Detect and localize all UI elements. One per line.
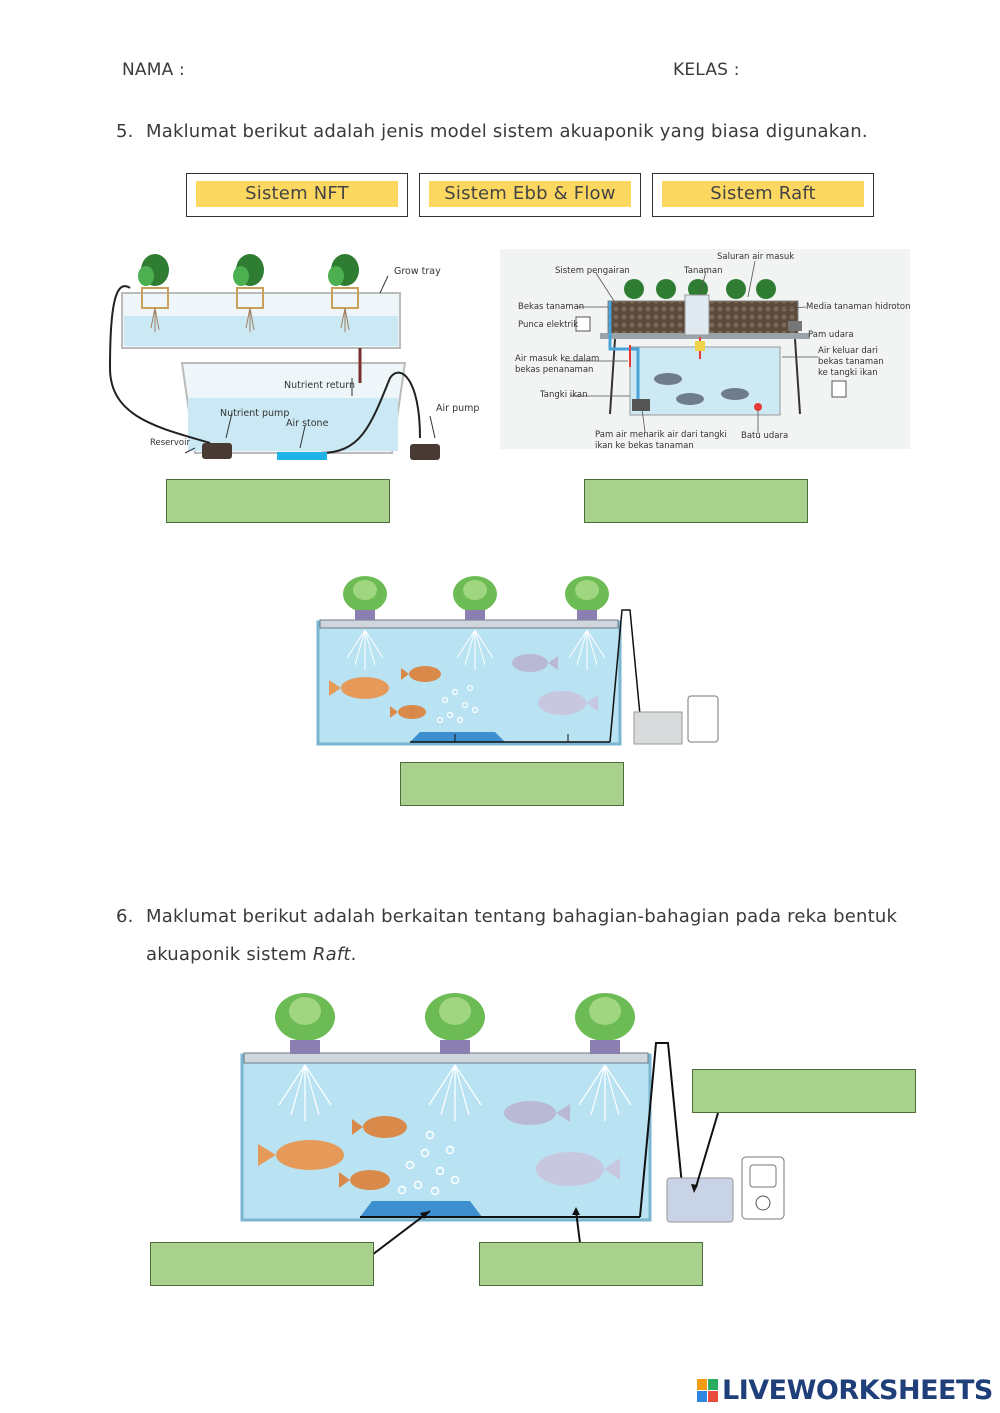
air-pump-icon — [410, 444, 440, 460]
answer-box-air-tube[interactable] — [479, 1242, 703, 1286]
raft-diagram-small — [316, 576, 719, 746]
option-raft-label: Sistem Raft — [662, 181, 864, 207]
plant-icon — [275, 993, 335, 1054]
label-tangki: Tangki ikan — [540, 390, 588, 400]
label-air-keluar-1: Air keluar dari — [818, 346, 878, 356]
fish-icon — [390, 705, 426, 719]
q5-number: 5. — [116, 121, 134, 142]
label-air-keluar-3: ke tangki ikan — [818, 368, 878, 378]
ebb-flow-drawing — [565, 260, 847, 434]
label-punca: Punca elektrik — [518, 320, 579, 330]
nft-diagram — [108, 254, 440, 460]
answer-box-air-pump[interactable] — [692, 1069, 916, 1113]
label-pam-air-1: Pam air menarik air dari tangki — [595, 430, 727, 440]
label-bekas-tanaman: Bekas tanaman — [518, 302, 585, 312]
fish-icon — [504, 1101, 570, 1125]
plant-icon — [575, 993, 635, 1054]
air-stone-icon — [410, 732, 505, 742]
fish-icon — [352, 1116, 407, 1138]
label-sistem-pengairan: Sistem pengairan — [555, 266, 630, 276]
label-saluran: Saluran air masuk — [717, 252, 795, 262]
label-air-keluar-2: bekas tanaman — [818, 357, 884, 367]
fish-icon — [538, 691, 598, 715]
liveworksheets-brand: LIVEWORKSHEETS — [722, 1375, 993, 1406]
plant-icon — [343, 576, 387, 620]
raft-diagram-large — [240, 993, 785, 1256]
air-stone-icon — [277, 452, 327, 460]
fish-icon — [536, 1152, 620, 1186]
label-grow-tray: Grow tray — [394, 266, 441, 277]
option-ebb-flow[interactable]: Sistem Ebb & Flow — [419, 173, 641, 217]
label-tanaman: Tanaman — [684, 266, 723, 276]
label-air-pump: Air pump — [436, 403, 480, 414]
power-socket-icon — [687, 695, 719, 743]
option-raft[interactable]: Sistem Raft — [652, 173, 874, 217]
option-nft[interactable]: Sistem NFT — [186, 173, 408, 217]
q6-text-line2: akuaponik sistem Raft. — [146, 936, 357, 974]
plant-icon — [453, 576, 497, 620]
label-nutrient-return: Nutrient return — [284, 380, 356, 391]
power-socket-icon — [741, 1156, 785, 1220]
answer-box-ebb[interactable] — [584, 479, 808, 523]
q5-text: Maklumat berikut adalah jenis model sist… — [146, 121, 868, 142]
q6-text-line2-prefix: akuaponik sistem — [146, 944, 313, 965]
label-media: Media tanaman hidroton — [806, 302, 911, 312]
air-pump-icon — [666, 1177, 734, 1223]
liveworksheets-logo-icon — [697, 1379, 719, 1403]
kelas-label: KELAS : — [673, 60, 740, 80]
nft-plant-icon — [138, 254, 169, 332]
answer-box-air-stone[interactable] — [150, 1242, 374, 1286]
option-ebb-flow-label: Sistem Ebb & Flow — [429, 181, 631, 207]
plant-icon — [425, 993, 485, 1054]
label-nutrient-pump: Nutrient pump — [220, 408, 290, 419]
label-air-stone: Air stone — [286, 418, 329, 429]
nft-plant-icon — [233, 254, 264, 332]
air-stone-icon — [360, 1201, 482, 1217]
fish-icon — [512, 654, 558, 672]
fish-icon — [401, 666, 441, 682]
fish-icon — [339, 1170, 390, 1190]
answer-box-raft[interactable] — [400, 762, 624, 806]
fish-icon — [329, 677, 389, 699]
q6-text-line1: Maklumat berikut adalah berkaitan tentan… — [146, 906, 898, 927]
fish-icon — [258, 1140, 344, 1170]
nft-plant-icon — [328, 254, 359, 332]
label-reservoir: Reservoir — [150, 438, 190, 448]
option-nft-label: Sistem NFT — [196, 181, 398, 207]
answer-box-nft[interactable] — [166, 479, 390, 523]
label-pam-udara: Pam udara — [808, 330, 854, 340]
label-pam-air-2: ikan ke bekas tanaman — [595, 441, 694, 451]
q6-text-italic: Raft — [312, 944, 351, 965]
nama-label: NAMA : — [122, 60, 185, 80]
q6-text-line2-suffix: . — [350, 944, 357, 965]
plant-icon — [565, 576, 609, 620]
q6-number: 6. — [116, 906, 134, 927]
label-batu-udara: Batu udara — [741, 431, 789, 441]
label-air-masuk-1: Air masuk ke dalam — [515, 354, 600, 364]
air-pump-icon — [633, 711, 683, 745]
label-air-masuk-2: bekas penanaman — [515, 365, 594, 375]
nutrient-pump-icon — [202, 443, 232, 459]
